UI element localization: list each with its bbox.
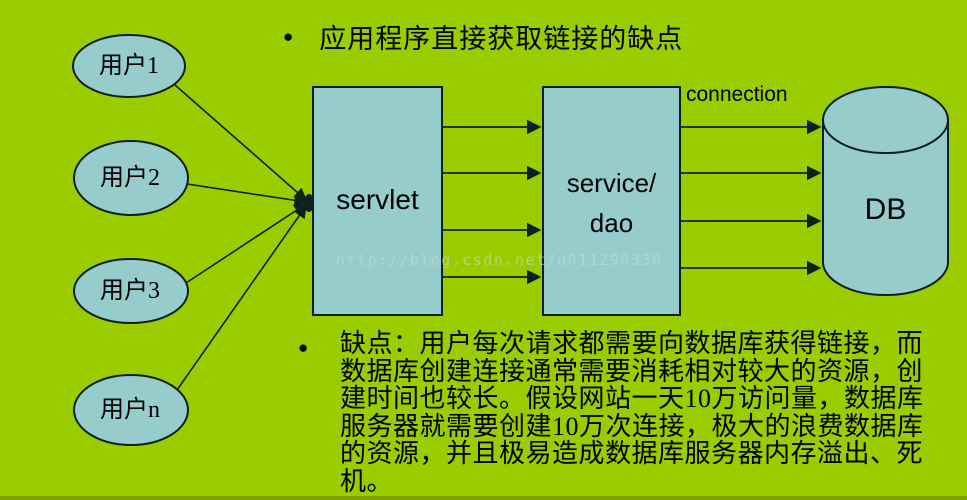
user-n-ellipse xyxy=(73,374,189,446)
note-line-6: 机。 xyxy=(340,466,394,496)
connection-label: connection xyxy=(686,83,788,106)
slide-title: ● 应用程序直接获取链接的缺点 xyxy=(283,17,683,56)
db-label: DB xyxy=(864,193,907,226)
note-line-4: 服务器就需要创建10万次连接，极大的浪费数据库 xyxy=(340,411,924,441)
bottom-edge-bar xyxy=(0,496,967,500)
user-2-ellipse xyxy=(73,140,189,216)
arrow-convergence-blob xyxy=(304,194,314,212)
title-text: 应用程序直接获取链接的缺点 xyxy=(319,24,684,54)
service-label-line2: dao xyxy=(589,208,634,238)
db-cylinder xyxy=(822,86,949,296)
user-2-arrow xyxy=(186,183,308,207)
user-1-label: 用户1 xyxy=(99,53,159,79)
user-1-arrow xyxy=(174,84,307,201)
user-3-arrow xyxy=(185,203,308,284)
user-3-ellipse xyxy=(73,258,189,324)
service-dao-box xyxy=(542,86,681,316)
note-bullet-icon: ● xyxy=(298,338,309,357)
watermark-url: http://blog.csdn.net/u011290330 xyxy=(336,251,663,269)
note-line-5: 的资源，并且极易造成数据库服务器内存溢出、死 xyxy=(340,439,924,469)
servlet-box xyxy=(312,86,443,316)
note-line-2: 数据库创建连接通常需要消耗相对较大的资源，创 xyxy=(340,356,924,386)
servlet-label: servlet xyxy=(336,184,419,215)
user-n-label: 用户n xyxy=(100,397,160,423)
service-dao-label: service/ dao xyxy=(543,163,680,243)
note-line-3: 建时间也较长。假设网站一天10万访问量，数据库 xyxy=(340,384,924,414)
user-1-ellipse xyxy=(72,34,186,98)
title-bullet-icon: ● xyxy=(283,27,294,46)
user-3-label: 用户3 xyxy=(100,278,160,304)
service-label-line1: service/ xyxy=(566,168,657,198)
user-2-label: 用户2 xyxy=(100,165,160,191)
note-text-block: 缺点：用户每次请求都需要向数据库获得链接，而 数据库创建连接通常需要消耗相对较大… xyxy=(340,330,945,496)
user-n-arrow xyxy=(176,204,307,391)
note-line-1: 缺点：用户每次请求都需要向数据库获得链接，而 xyxy=(340,329,924,358)
